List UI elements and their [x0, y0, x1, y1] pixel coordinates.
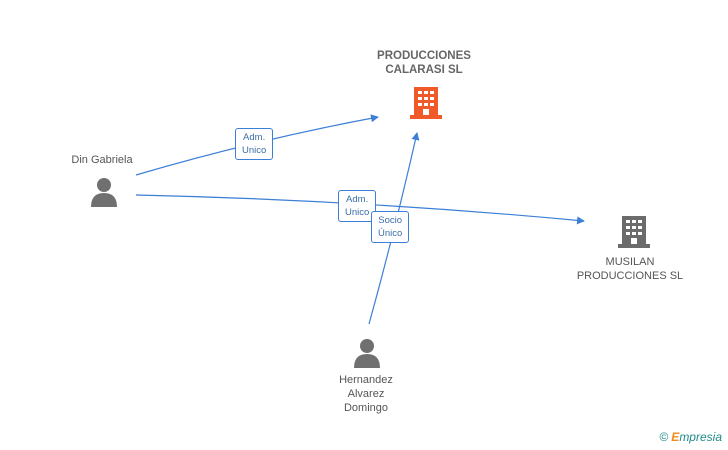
node-label-producciones-calarasi[interactable]: PRODUCCIONES CALARASI SL [377, 50, 471, 76]
building-icon[interactable] [618, 214, 650, 248]
edge-label-adm-unico[interactable]: Adm. Unico [338, 190, 377, 222]
person-icon[interactable] [352, 338, 382, 368]
brand-name: mpresia [679, 430, 722, 444]
edge-label-socio-unico[interactable]: Socio Único [371, 211, 410, 243]
copyright-icon: © [659, 430, 669, 444]
node-label-musilan[interactable]: MUSILAN PRODUCCIONES SL [576, 256, 684, 282]
node-label-hernandez[interactable]: Hernandez Alvarez Domingo [339, 374, 393, 414]
edge-label-adm-unico[interactable]: Adm. Unico [235, 128, 274, 160]
node-label-din-gabriela[interactable]: Din Gabriela [71, 154, 133, 166]
empresia-logo[interactable]: ©Empresia [659, 430, 722, 444]
brand-initial: E [671, 430, 680, 444]
building-icon[interactable] [410, 85, 442, 119]
person-icon[interactable] [89, 177, 119, 207]
